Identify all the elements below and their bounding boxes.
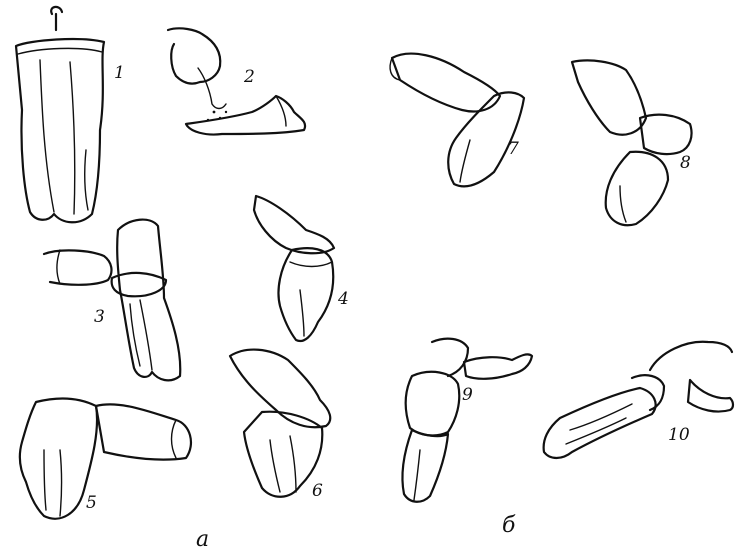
panel-label-b: б	[502, 513, 516, 538]
step-9-forearm-cuff: 9	[402, 339, 532, 502]
step-number: 2	[243, 67, 255, 87]
step-number: 9	[462, 385, 473, 405]
step-number: 3	[94, 307, 105, 327]
step-4-adjusting-cuff: 4	[254, 196, 349, 341]
panel-label-a: а	[196, 527, 209, 552]
step-8-rolling-cuff: 8	[572, 60, 692, 225]
step-number: 1	[114, 63, 125, 83]
step-3-pulling-cuff: 3	[44, 220, 180, 381]
step-number: 6	[312, 481, 323, 501]
step-1-hanging-glove: 1	[16, 7, 125, 222]
step-7-inserting-hand: 7	[390, 54, 524, 187]
step-5-both-hands: 5	[20, 399, 191, 519]
step-2-powdering: 2	[168, 28, 305, 134]
step-number: 10	[668, 425, 690, 445]
step-number: 8	[680, 153, 691, 173]
step-10-finished-glove: 10	[544, 342, 733, 458]
step-number: 4	[337, 289, 349, 309]
step-6-fingers: 6	[230, 350, 330, 501]
step-number: 5	[86, 493, 97, 513]
step-number: 7	[508, 139, 519, 159]
